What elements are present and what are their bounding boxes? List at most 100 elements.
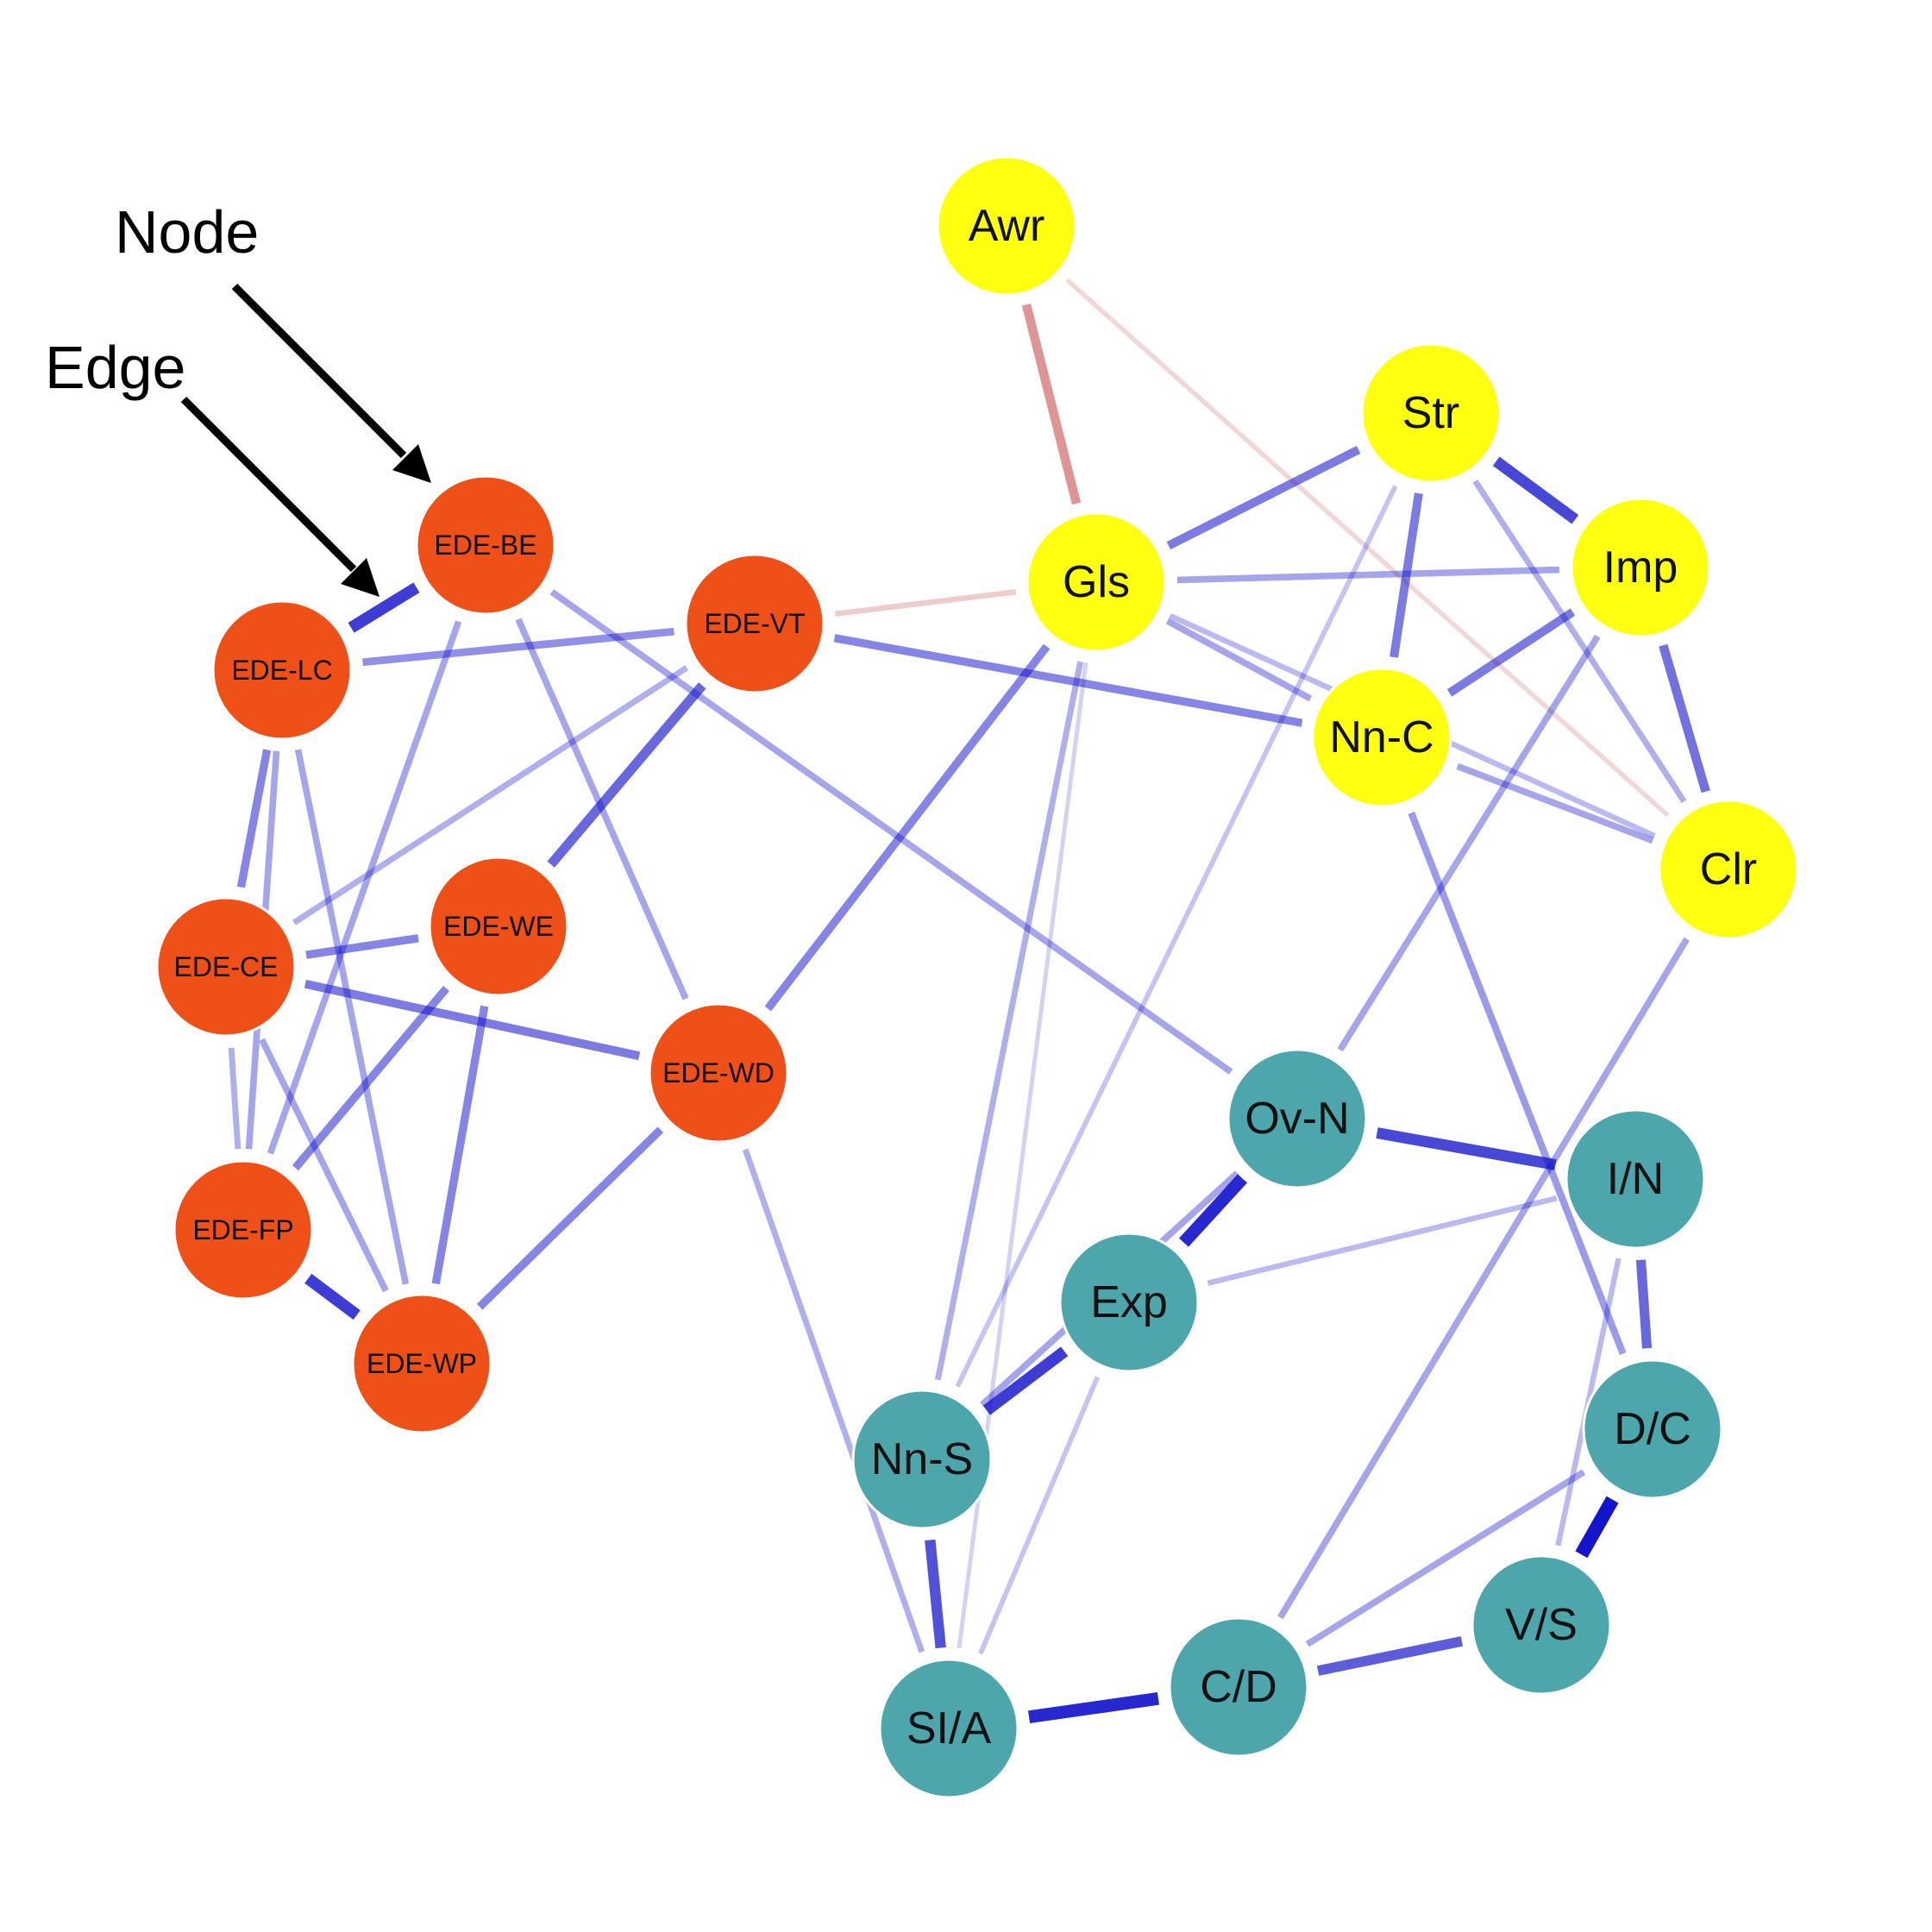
node-ede-vt: EDE-VT	[684, 553, 825, 694]
edges-layer	[228, 278, 1710, 1724]
node-label: SI/A	[906, 1703, 992, 1753]
node-label: Clr	[1700, 844, 1757, 894]
edge-d-c-v-s	[1575, 1496, 1619, 1559]
edge-str-clr	[1472, 479, 1687, 804]
node-label: Nn-C	[1329, 712, 1433, 762]
edge-clr-c-d	[1277, 937, 1690, 1620]
node-circle	[1570, 497, 1711, 638]
edge-ede-be-ov-n	[549, 589, 1233, 1075]
edge-ede-we-ede-fp	[292, 985, 450, 1171]
node-label: EDE-BE	[434, 530, 536, 561]
node-gls: Gls	[1026, 511, 1167, 653]
edge-imp-nn-c	[1446, 608, 1576, 697]
node-circle	[1360, 342, 1502, 484]
node-circle	[1226, 1048, 1368, 1189]
node-circle	[1582, 1358, 1723, 1500]
node-label: Ov-N	[1245, 1094, 1349, 1144]
node-ede-lc: EDE-LC	[211, 599, 353, 741]
node-circle	[172, 1159, 314, 1301]
node-circle	[648, 1002, 789, 1144]
node-label: Imp	[1603, 543, 1678, 593]
node-circle	[415, 474, 556, 616]
node-circle	[1026, 511, 1167, 653]
node-label: EDE-VT	[704, 608, 805, 639]
edge-ov-n-exp	[1179, 1174, 1247, 1247]
node-label: EDE-WE	[443, 911, 554, 942]
node-awr: Awr	[936, 155, 1077, 297]
annotation-edge-label: Edge	[45, 334, 185, 401]
edge-ede-lc-ede-wp	[294, 749, 410, 1285]
node-label: Exp	[1090, 1277, 1168, 1327]
node-ede-ce: EDE-CE	[155, 896, 297, 1038]
edge-nn-c-clr	[1456, 762, 1654, 844]
edge-exp-i-n	[1207, 1195, 1558, 1286]
edge-ede-wd-gls	[764, 643, 1051, 1012]
node-circle	[351, 1293, 492, 1434]
node-si-a: SI/A	[878, 1658, 1019, 1799]
node-d-c: D/C	[1582, 1358, 1723, 1500]
edge-v-s-c-d	[1316, 1636, 1464, 1676]
node-circle	[1311, 667, 1452, 808]
node-ede-fp: EDE-FP	[172, 1159, 314, 1301]
node-circle	[1565, 1108, 1706, 1250]
edge-ede-ce-ede-wd	[304, 979, 641, 1061]
node-circle	[155, 896, 297, 1038]
node-label: EDE-CE	[174, 951, 279, 982]
node-circle	[1168, 1616, 1309, 1758]
annotation-edge-arrow	[180, 396, 380, 597]
edge-ede-vt-ede-ce	[292, 665, 689, 925]
node-circle	[684, 553, 825, 694]
edge-exp-nn-s	[982, 1346, 1069, 1415]
node-circle	[1471, 1554, 1612, 1696]
edge-ede-vt-ede-we	[547, 682, 706, 868]
edge-ede-wd-si-a	[742, 1148, 925, 1653]
node-circle	[211, 599, 353, 741]
node-nn-s: Nn-S	[851, 1389, 993, 1530]
edge-ede-we-ede-wp	[431, 1005, 489, 1285]
node-label: EDE-WP	[367, 1348, 477, 1379]
node-circle	[1658, 799, 1799, 940]
edge-exp-si-a	[977, 1376, 1101, 1655]
edge-ede-be-ede-lc	[348, 582, 420, 633]
edge-ede-ce-ede-we	[305, 934, 419, 959]
node-ede-wp: EDE-WP	[351, 1293, 492, 1434]
node-i-n: I/N	[1565, 1108, 1706, 1250]
nodes-layer: EDE-BE EDE-LC EDE-VT EDE-CE EDE-WE EDE-WD EDE-…	[155, 155, 1799, 1799]
edge-gls-str	[1166, 445, 1361, 550]
node-circle	[428, 856, 569, 997]
node-label: Nn-S	[871, 1434, 973, 1484]
edge-ede-fp-ede-wp	[304, 1273, 361, 1320]
node-clr: Clr	[1658, 799, 1799, 940]
edge-gls-nn-c	[1165, 618, 1313, 702]
edge-ede-ce-ede-wp	[259, 1038, 389, 1293]
node-str: Str	[1360, 342, 1502, 484]
edge-str-nn-s	[955, 485, 1398, 1388]
node-label: V/S	[1505, 1600, 1578, 1650]
node-label: EDE-WD	[662, 1057, 775, 1088]
annotation-node-label: Node	[115, 198, 259, 266]
node-ede-we: EDE-WE	[428, 856, 569, 997]
node-circle	[851, 1389, 993, 1530]
node-label: EDE-LC	[231, 655, 332, 686]
edge-ede-be-ede-fp	[267, 620, 462, 1155]
edge-ede-ce-ede-fp	[228, 1047, 242, 1150]
edge-gls-imp	[1176, 566, 1560, 584]
node-ov-n: Ov-N	[1226, 1048, 1368, 1189]
node-v-s: V/S	[1471, 1554, 1612, 1696]
edge-nn-c-d-c	[1408, 812, 1627, 1355]
edge-nn-s-si-a	[925, 1539, 946, 1649]
node-label: Gls	[1063, 557, 1130, 607]
edge-awr-gls	[1021, 303, 1082, 505]
node-nn-c: Nn-C	[1311, 667, 1452, 808]
edge-ede-vt-nn-c	[833, 634, 1303, 727]
edge-ede-lc-ede-ce	[236, 749, 272, 888]
node-c-d: C/D	[1168, 1616, 1309, 1758]
edge-imp-ov-n	[1337, 634, 1601, 1052]
node-ede-wd: EDE-WD	[648, 1002, 789, 1144]
edge-ov-n-i-n	[1376, 1127, 1557, 1170]
edge-str-nn-c	[1389, 492, 1423, 658]
edge-awr-clr	[1065, 278, 1670, 818]
node-label: Awr	[969, 201, 1045, 251]
node-label: C/D	[1200, 1662, 1277, 1712]
